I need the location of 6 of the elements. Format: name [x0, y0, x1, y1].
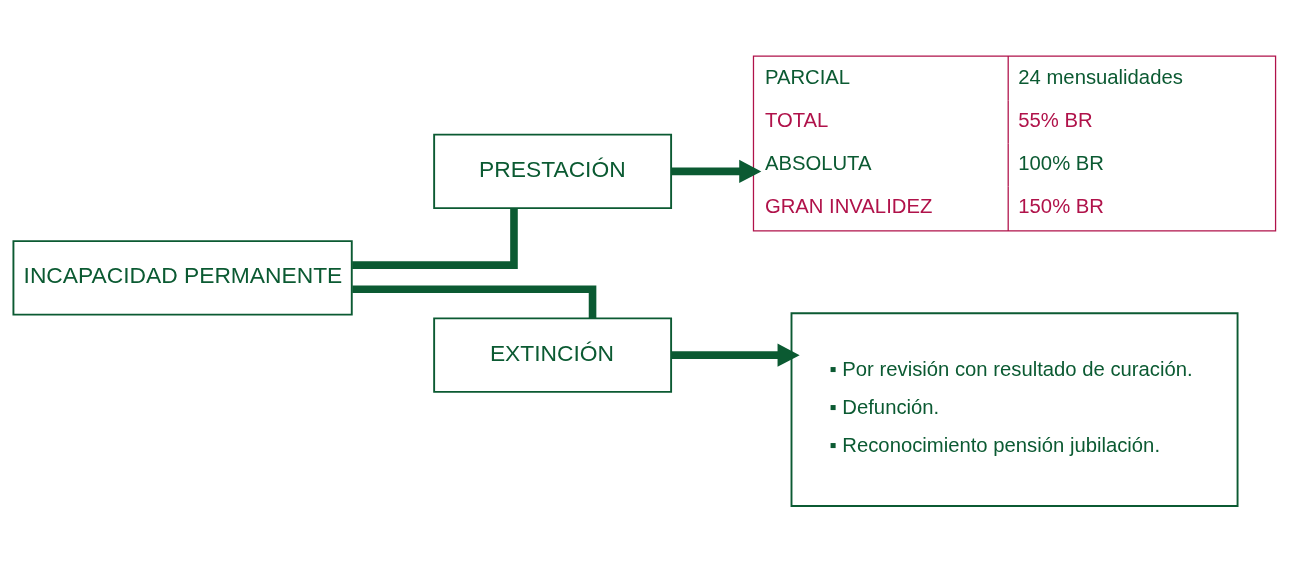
node-box: INCAPACIDAD PERMANENTE: [12, 239, 353, 316]
arrow: [671, 343, 800, 367]
node-box: ▪ Por revisión con resultado de curación. ▪ Defunción. ▪ Reconocimiento pensión jubilación.: [790, 311, 1239, 507]
node-box: EXTINCIÓN: [433, 316, 673, 393]
arrow: [671, 159, 762, 183]
node-box: PRESTACIÓN: [433, 133, 673, 209]
